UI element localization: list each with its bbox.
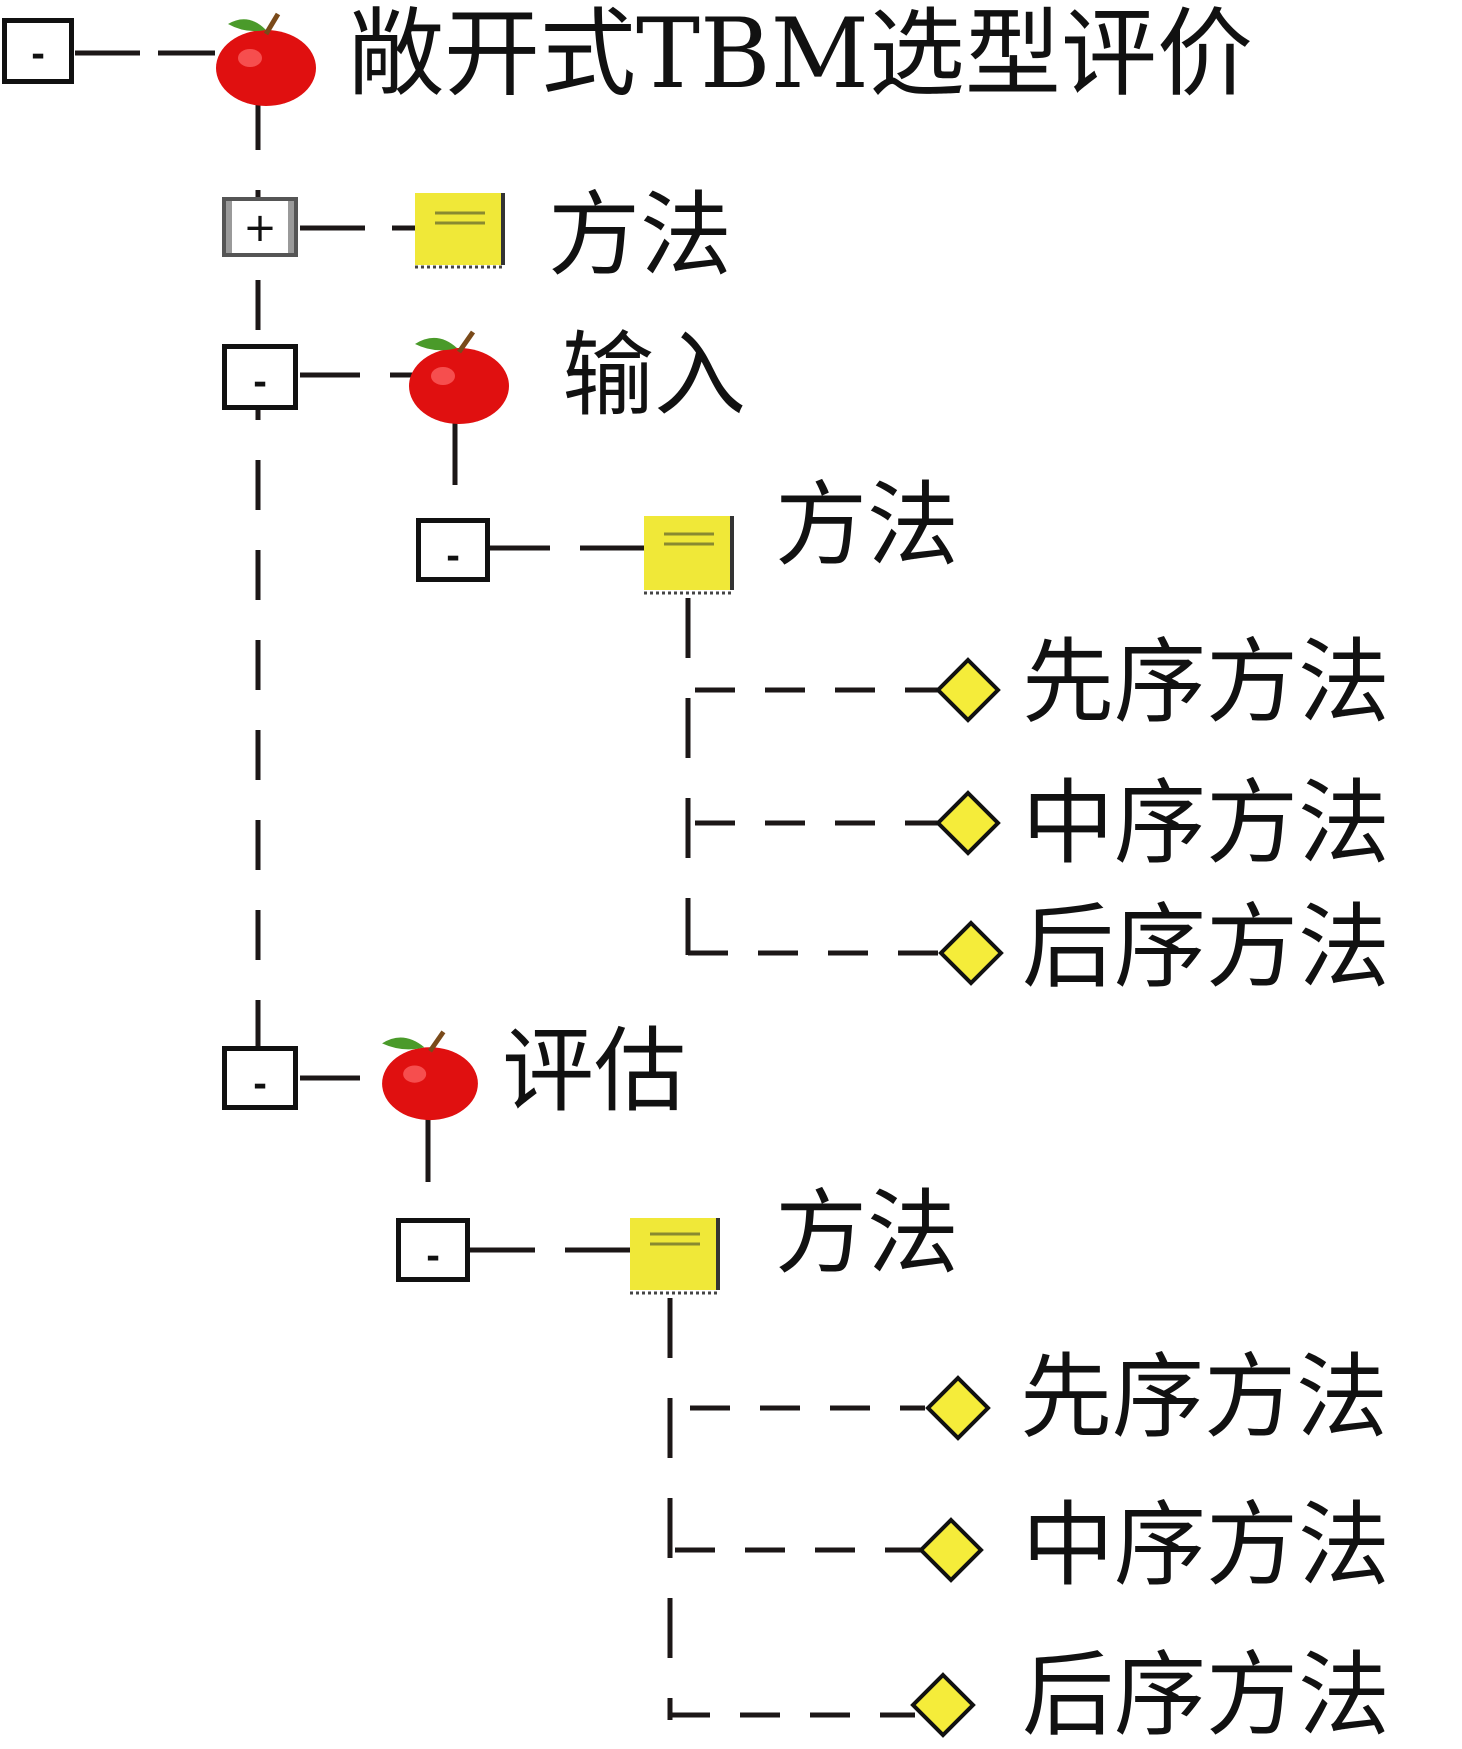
minus-icon: - bbox=[425, 1237, 441, 1277]
minus-icon: - bbox=[445, 537, 461, 577]
input-methods-collapse-toggle[interactable]: - bbox=[416, 518, 490, 582]
node-input-label[interactable]: 输入 bbox=[562, 322, 747, 429]
document-icon bbox=[415, 193, 505, 269]
minus-icon: - bbox=[252, 363, 268, 403]
input-leaf-inorder[interactable]: 中序方法 bbox=[1022, 770, 1391, 877]
input-leaf-preorder[interactable]: 先序方法 bbox=[1022, 629, 1391, 736]
diamond-icon bbox=[935, 790, 1001, 856]
evaluate-leaf-inorder[interactable]: 中序方法 bbox=[1022, 1492, 1391, 1599]
input-leaf-postorder[interactable]: 后序方法 bbox=[1022, 894, 1391, 1001]
evaluate-methods-collapse-toggle[interactable]: - bbox=[396, 1218, 470, 1282]
node-methods-label[interactable]: 方法 bbox=[548, 182, 733, 289]
document-icon bbox=[630, 1218, 720, 1295]
plus-icon: + bbox=[243, 205, 277, 251]
evaluate-leaf-preorder[interactable]: 先序方法 bbox=[1020, 1344, 1389, 1451]
input-collapse-toggle[interactable]: - bbox=[222, 344, 298, 410]
input-methods-label[interactable]: 方法 bbox=[775, 472, 960, 579]
apple-icon bbox=[382, 1030, 478, 1121]
diamond-icon bbox=[925, 1375, 991, 1441]
diamond-icon bbox=[910, 1672, 976, 1738]
root-collapse-toggle[interactable]: - bbox=[2, 18, 74, 84]
minus-icon: - bbox=[252, 1065, 268, 1105]
minus-icon: - bbox=[30, 35, 46, 75]
document-icon bbox=[644, 516, 734, 595]
evaluate-collapse-toggle[interactable]: - bbox=[222, 1046, 298, 1110]
diamond-icon bbox=[918, 1517, 984, 1583]
diamond-icon bbox=[938, 920, 1004, 986]
evaluate-methods-label[interactable]: 方法 bbox=[775, 1180, 960, 1287]
apple-icon bbox=[216, 12, 316, 106]
node-evaluate-label[interactable]: 评估 bbox=[502, 1018, 687, 1125]
apple-icon bbox=[409, 330, 509, 424]
diamond-icon bbox=[935, 657, 1001, 723]
methods-expand-toggle[interactable]: + bbox=[222, 197, 298, 257]
root-node-label[interactable]: 敞开式TBM选型评价 bbox=[348, 0, 1253, 110]
evaluate-leaf-postorder[interactable]: 后序方法 bbox=[1022, 1642, 1391, 1749]
